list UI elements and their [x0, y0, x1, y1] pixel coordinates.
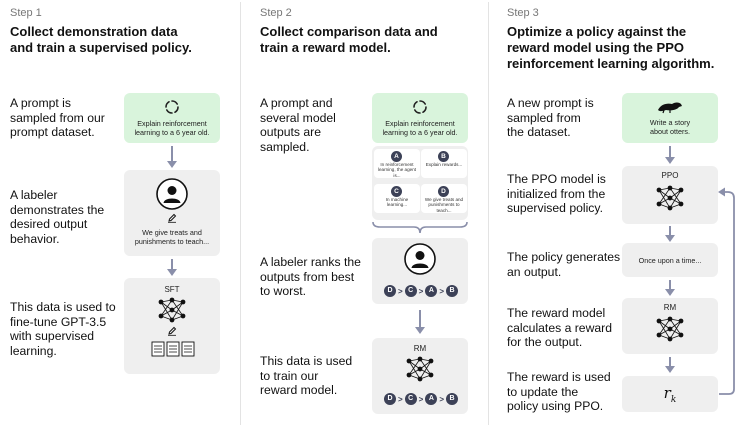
step2-label: Step 2 — [260, 7, 292, 19]
labeler-person-icon — [404, 243, 436, 275]
step2-column: Step 2 Collect comparison data and train… — [246, 0, 484, 427]
output-c: C In machine learning... — [374, 184, 420, 213]
pencil-icon — [168, 326, 177, 336]
step1-label: Step 1 — [10, 7, 42, 19]
output-a: A In reinforcement learning, the agent i… — [374, 149, 420, 178]
neural-network-icon — [656, 185, 684, 211]
arrow — [665, 226, 675, 242]
step1-title: Collect demonstration data and train a s… — [10, 24, 192, 55]
openai-logo-icon — [413, 100, 427, 114]
pencil-icon — [168, 213, 177, 223]
ranking-row: D> C> A> B — [384, 393, 459, 405]
step3-output-box: Once upon a time... — [622, 243, 718, 277]
arrow — [665, 280, 675, 296]
step1-column: Step 1 Collect demonstration data and tr… — [0, 0, 237, 427]
output-d: D We give treats and punishments to teac… — [421, 184, 467, 213]
sft-label: SFT — [164, 285, 180, 294]
step3-reward-box: rk — [622, 376, 718, 412]
step3-title: Optimize a policy against the reward mod… — [507, 24, 715, 71]
neural-network-icon — [656, 316, 684, 342]
document-icon — [151, 341, 195, 357]
step3-rm-box: RM — [622, 298, 718, 354]
step2-ranking-box: D> C> A> B — [372, 238, 468, 304]
step3-ppo-box: PPO — [622, 166, 718, 224]
step2-outputs-box: A In reinforcement learning, the agent i… — [372, 146, 468, 220]
labeler-person-icon — [156, 178, 188, 210]
neural-network-icon — [158, 297, 186, 323]
column-divider — [488, 2, 489, 425]
neural-network-icon — [406, 356, 434, 382]
step3-column: Step 3 Optimize a policy against the rew… — [495, 0, 750, 427]
arrow — [665, 146, 675, 164]
otter-icon — [658, 102, 682, 114]
arrow — [167, 146, 177, 168]
step2-title: Collect comparison data and train a rewa… — [260, 24, 438, 55]
openai-logo-icon — [165, 100, 179, 114]
arrow — [415, 310, 425, 334]
reward-symbol: rk — [663, 384, 677, 405]
rm-label: RM — [413, 344, 427, 353]
arrow — [665, 357, 675, 373]
rm-label: RM — [663, 303, 677, 312]
column-divider — [240, 2, 241, 425]
ppo-label: PPO — [661, 171, 679, 180]
ranking-row: D> C> A> B — [384, 285, 459, 297]
arrow — [167, 259, 177, 276]
output-b: B Explain rewards... — [421, 149, 467, 178]
step1-sft-box: SFT — [124, 278, 220, 374]
feedback-arrow — [718, 187, 735, 395]
step2-rm-box: RM D> C> A> B — [372, 338, 468, 414]
step3-label: Step 3 — [507, 7, 539, 19]
bracket-icon — [372, 221, 468, 234]
